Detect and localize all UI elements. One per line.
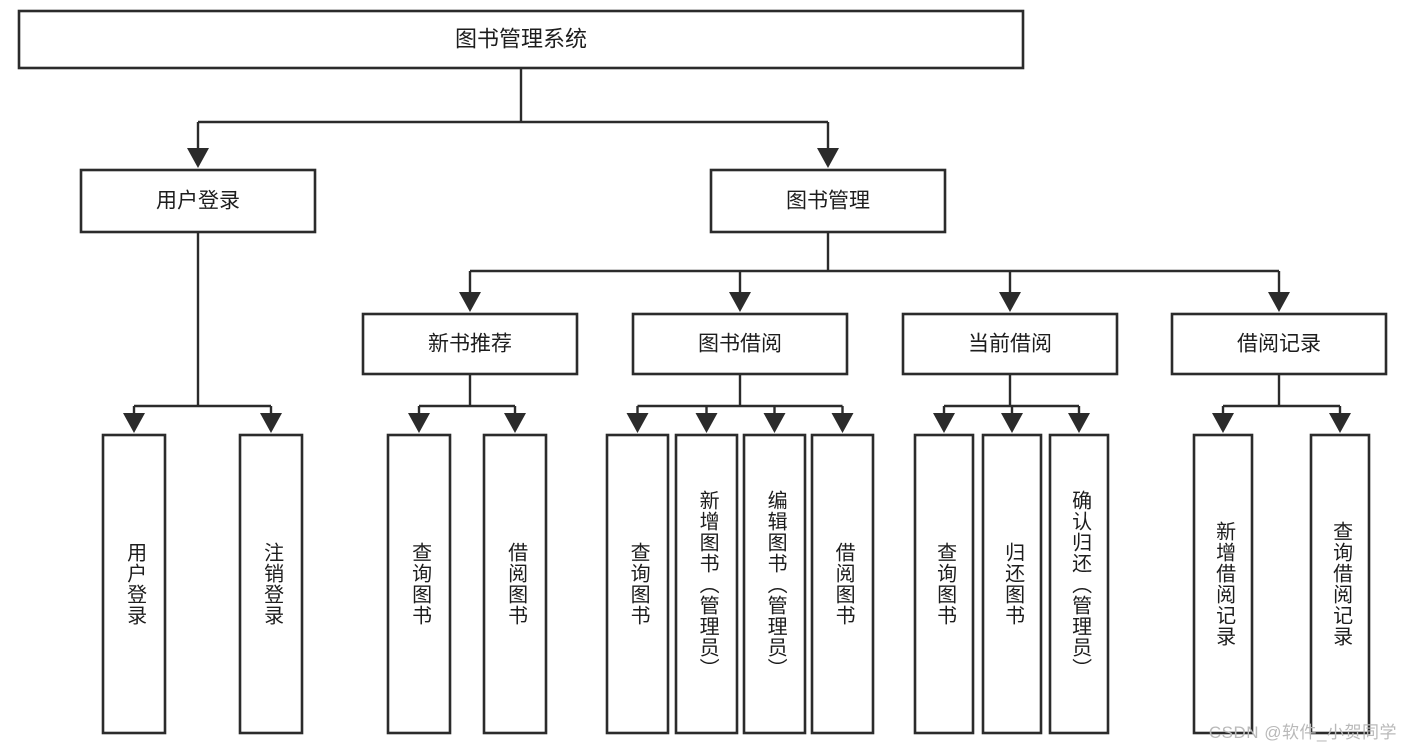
leaf-leaf-query-book-3[interactable] — [913, 433, 975, 735]
node-book-manage-rect[interactable] — [709, 168, 947, 234]
leaf-leaf-borrow-book-2[interactable] — [810, 433, 875, 735]
node-book-manage-label: 图书管理 — [786, 190, 870, 213]
leaf-leaf-query-book-3-rect[interactable] — [913, 433, 975, 735]
leaf-leaf-borrow-book-2-rect[interactable] — [810, 433, 875, 735]
leaf-leaf-return-book[interactable] — [981, 433, 1043, 735]
leaf-leaf-user-logout-rect[interactable] — [238, 433, 304, 735]
leaf-leaf-edit-book-rect[interactable] — [742, 433, 807, 735]
node-borrow-record[interactable]: 借阅记录 — [1170, 312, 1388, 376]
leaf-leaf-user-logout[interactable] — [238, 433, 304, 735]
node-user-login-rect[interactable] — [79, 168, 317, 234]
leaf-leaf-query-book-1-rect[interactable] — [386, 433, 452, 735]
book-borrow-to-leaves-arrow-1 — [695, 413, 718, 433]
node-root[interactable]: 图书管理系统 — [17, 9, 1025, 70]
leaf-leaf-return-book-rect[interactable] — [981, 433, 1043, 735]
borrow-record-to-leaves-arrow-0 — [1212, 413, 1234, 433]
leaf-leaf-query-record[interactable] — [1309, 433, 1371, 735]
current-borrow-to-leaves-arrow-1 — [1001, 413, 1023, 433]
bookmanage-to-level3-arrow-2 — [999, 292, 1021, 312]
leaf-leaf-query-book-1[interactable] — [386, 433, 452, 735]
leaf-leaf-confirm-return[interactable] — [1048, 433, 1110, 735]
current-borrow-to-leaves-arrow-2 — [1068, 413, 1090, 433]
node-borrow-record-label: 借阅记录 — [1237, 333, 1321, 356]
current-borrow-to-leaves-arrow-0 — [933, 413, 955, 433]
node-new-book-rec-label: 新书推荐 — [428, 333, 512, 356]
book-borrow-to-leaves-arrow-0 — [626, 413, 649, 433]
node-root-rect[interactable] — [17, 9, 1025, 70]
leaf-leaf-query-book-2[interactable] — [605, 433, 670, 735]
borrow-record-to-leaves-arrow-1 — [1329, 413, 1351, 433]
node-current-borrow[interactable]: 当前借阅 — [901, 312, 1119, 376]
bookmanage-to-level3-arrow-0 — [459, 292, 481, 312]
leaf-leaf-add-record[interactable] — [1192, 433, 1254, 735]
leaf-leaf-borrow-book-1-rect[interactable] — [482, 433, 548, 735]
new-book-rec-to-leaves-arrow-0 — [408, 413, 430, 433]
leaf-leaf-user-login-rect[interactable] — [101, 433, 167, 735]
node-current-borrow-rect[interactable] — [901, 312, 1119, 376]
leaf-leaf-query-record-rect[interactable] — [1309, 433, 1371, 735]
root-to-level2-arrow-0 — [187, 148, 209, 168]
node-user-login[interactable]: 用户登录 — [79, 168, 317, 234]
node-book-borrow[interactable]: 图书借阅 — [631, 312, 849, 376]
bookmanage-to-level3-arrow-3 — [1268, 292, 1290, 312]
node-borrow-record-rect[interactable] — [1170, 312, 1388, 376]
leaf-leaf-add-book[interactable] — [674, 433, 739, 735]
node-user-login-label: 用户登录 — [156, 190, 240, 213]
book-borrow-to-leaves-arrow-2 — [763, 413, 786, 433]
leaf-leaf-edit-book[interactable] — [742, 433, 807, 735]
userlogin-to-leaves-arrow-0 — [123, 413, 145, 433]
userlogin-to-leaves-arrow-1 — [260, 413, 282, 433]
connector-layer — [123, 68, 1351, 433]
node-current-borrow-label: 当前借阅 — [968, 333, 1052, 356]
node-new-book-rec[interactable]: 新书推荐 — [361, 312, 579, 376]
leaf-leaf-add-book-rect[interactable] — [674, 433, 739, 735]
bookmanage-to-level3-arrow-1 — [729, 292, 751, 312]
leaf-leaf-add-record-rect[interactable] — [1192, 433, 1254, 735]
node-root-label: 图书管理系统 — [455, 26, 587, 51]
csdn-watermark: CSDN @软件_小贺同学 — [1208, 723, 1397, 742]
node-book-borrow-label: 图书借阅 — [698, 333, 782, 356]
new-book-rec-to-leaves-arrow-1 — [504, 413, 526, 433]
leaf-leaf-query-book-2-rect[interactable] — [605, 433, 670, 735]
leaf-leaf-borrow-book-1[interactable] — [482, 433, 548, 735]
root-to-level2-arrow-1 — [817, 148, 839, 168]
node-new-book-rec-rect[interactable] — [361, 312, 579, 376]
node-book-borrow-rect[interactable] — [631, 312, 849, 376]
book-borrow-to-leaves-arrow-3 — [831, 413, 854, 433]
node-book-manage[interactable]: 图书管理 — [709, 168, 947, 234]
leaf-leaf-confirm-return-rect[interactable] — [1048, 433, 1110, 735]
leaf-leaf-user-login[interactable] — [101, 433, 167, 735]
